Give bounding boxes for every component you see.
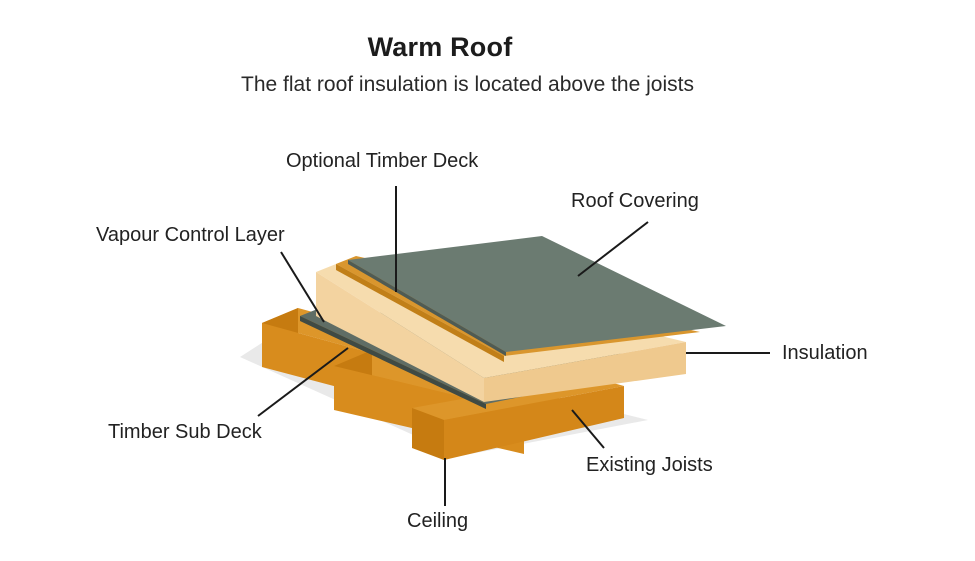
page-subtitle: The flat roof insulation is located abov… [241,73,694,96]
label-roof-covering: Roof Covering [571,190,699,212]
leader-timber-sub-deck [257,347,349,417]
timber-sub-deck-edge [300,316,486,409]
label-existing-joists: Existing Joists [586,454,713,476]
label-ceiling: Ceiling [407,510,469,532]
label-vapour-control-layer: Vapour Control Layer [96,224,285,246]
label-timber-sub-deck: Timber Sub Deck [108,421,262,443]
leader-roof-covering [577,221,649,277]
roof-covering [348,236,726,356]
page-title: Warm Roof [367,32,513,62]
label-insulation: Insulation [782,342,868,364]
label-optional-timber-deck: Optional Timber Deck [286,150,479,172]
leader-existing-joists [571,409,605,449]
leader-vapour-control-layer [280,251,325,323]
